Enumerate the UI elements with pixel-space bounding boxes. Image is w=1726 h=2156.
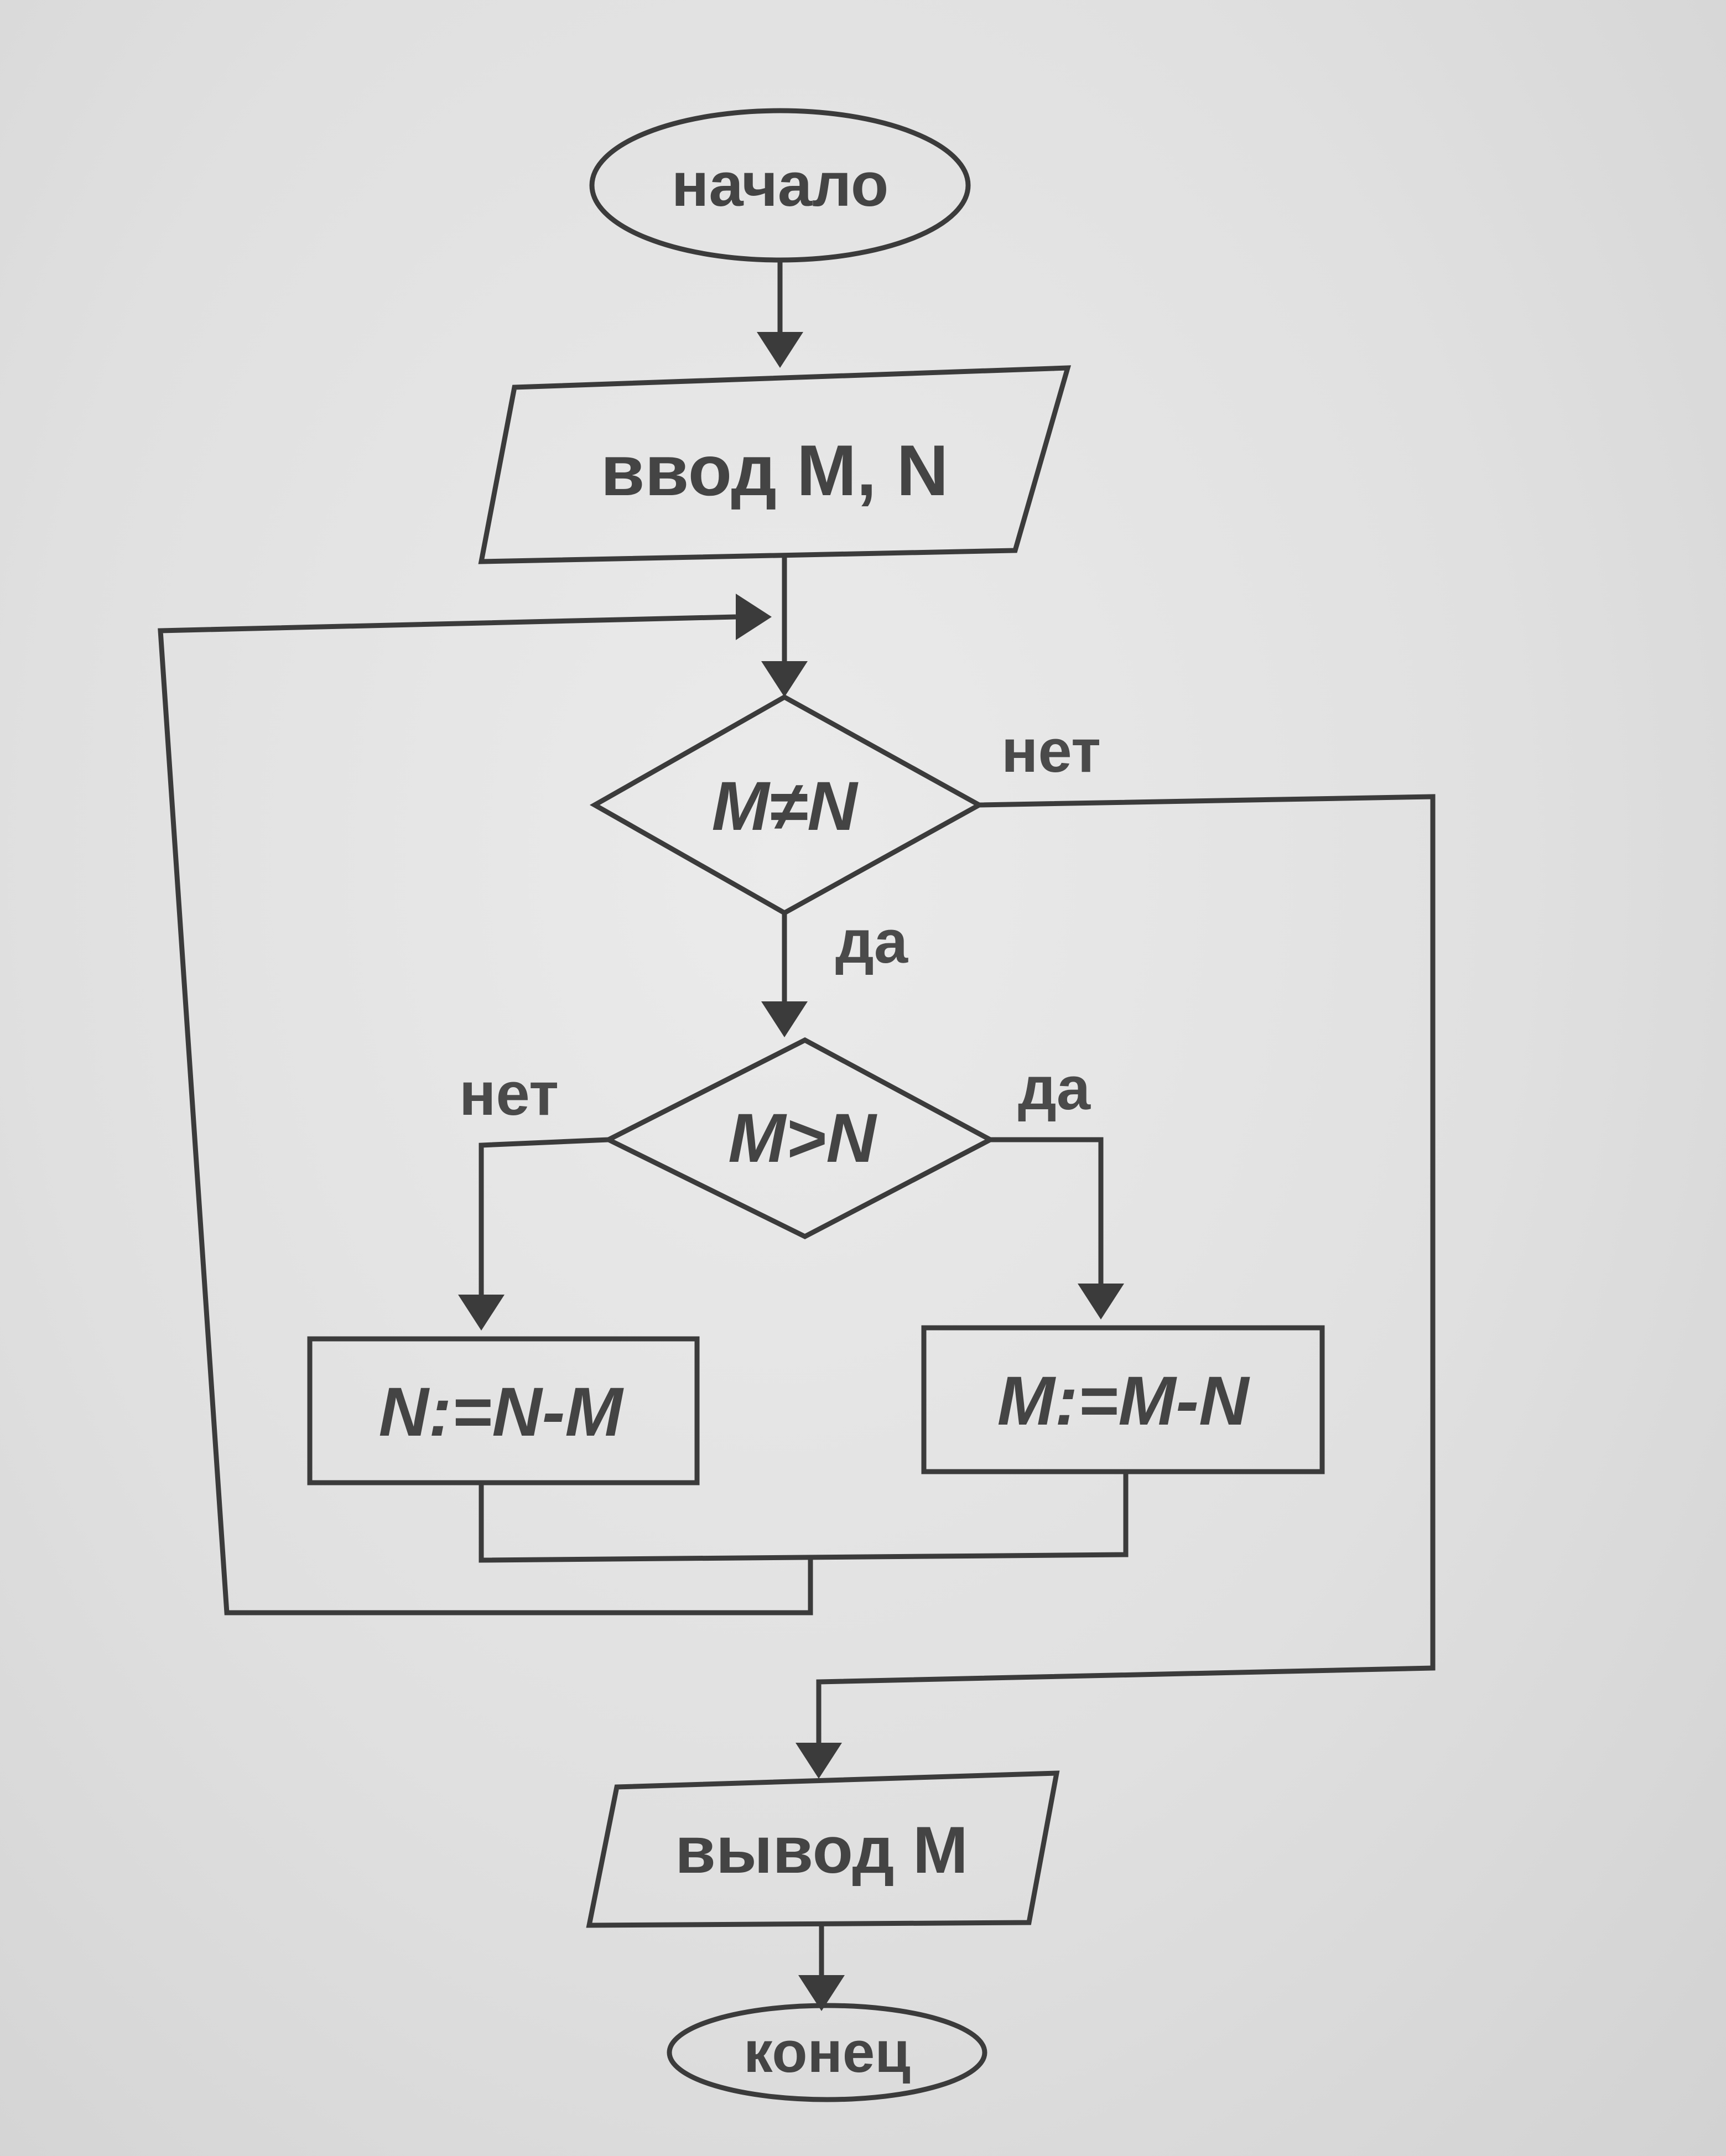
end-terminator [667, 2003, 987, 2102]
process-n-assign [307, 1336, 700, 1485]
decision-m-greater-n [602, 1037, 996, 1240]
flow-loop-back [158, 614, 813, 1615]
process-m-assign-label: M:=M-N [997, 1363, 1251, 1440]
start-label: начало [672, 150, 889, 219]
branch-label-neq-yes: да [835, 908, 908, 976]
arrowhead-input [757, 332, 803, 368]
branch-label-neq-no: нет [1001, 717, 1101, 785]
end-label: конец [744, 2020, 911, 2085]
arrowhead-assign-n [458, 1295, 505, 1331]
arrowhead-check [761, 661, 808, 697]
flow-gt-yes-to-assign-m [990, 1137, 1104, 1284]
flow-gt-no-to-assign-n [479, 1137, 609, 1295]
process-m-assign [921, 1325, 1325, 1474]
output-parallelogram [586, 1770, 1060, 1928]
arrowhead-output [796, 1743, 842, 1779]
arrowhead-end [798, 1975, 845, 2011]
flow-neq-no-to-output [816, 794, 1436, 1743]
input-label: ввод M, N [601, 430, 949, 511]
output-label: вывод M [675, 1813, 968, 1887]
flow-merge-branches [479, 1472, 1129, 1563]
arrowhead-compare [761, 1001, 808, 1037]
process-n-assign-label: N:=N-M [379, 1374, 625, 1451]
input-parallelogram [478, 365, 1072, 564]
branch-label-gt-no: нет [459, 1060, 559, 1128]
decision-m-not-equal-n-label: M≠N [711, 768, 859, 845]
decision-m-greater-n-label: M>N [728, 1100, 877, 1177]
arrowhead-assign-m [1078, 1284, 1124, 1319]
branch-label-gt-yes: да [1018, 1054, 1091, 1123]
arrowhead-loop [736, 594, 772, 640]
